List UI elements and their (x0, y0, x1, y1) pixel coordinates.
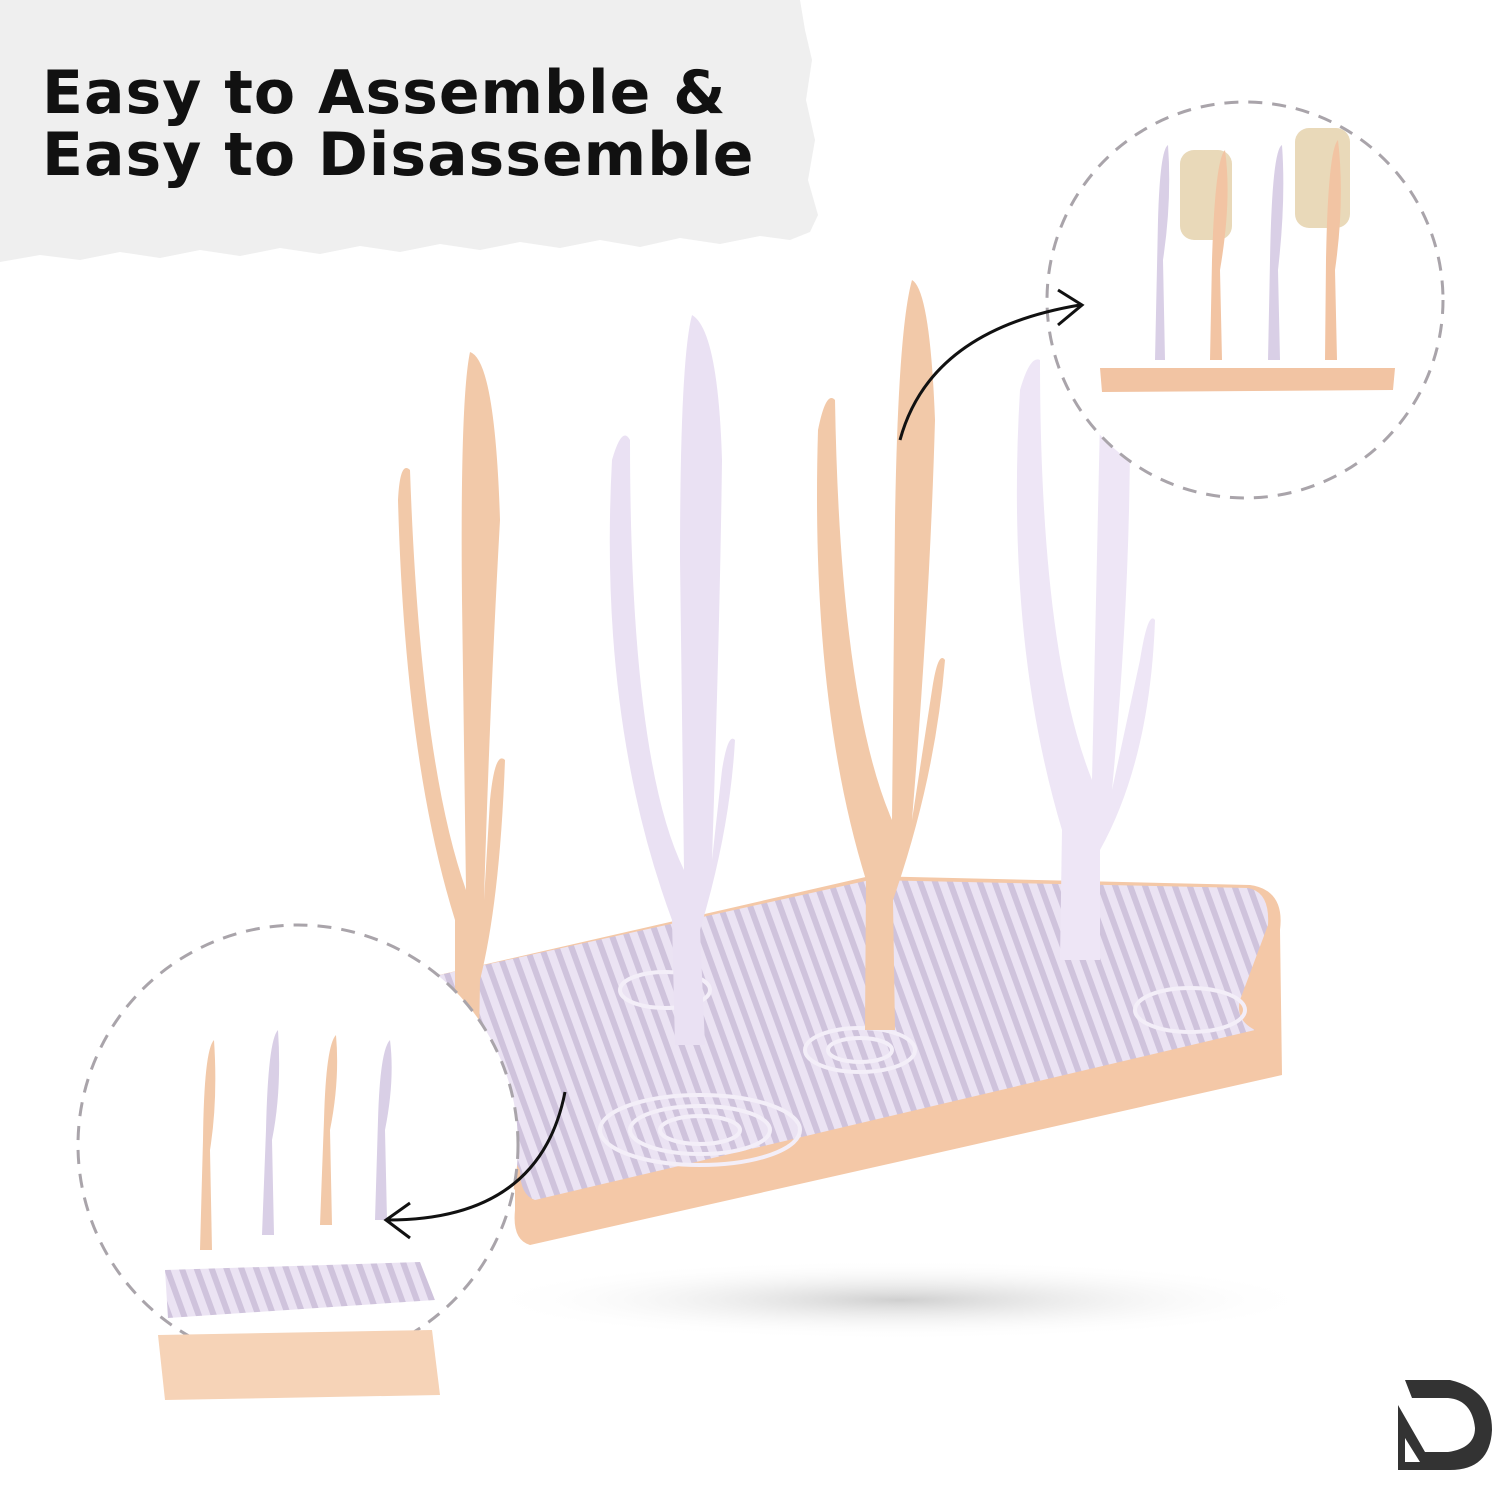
disassembled-parts-thumbnail (158, 1030, 440, 1400)
headline-line-1: Easy to Assemble & (42, 58, 727, 128)
tray-shadow (480, 1260, 1320, 1340)
drying-stem-lavender-2 (1016, 359, 1155, 960)
drying-stem-lavender-1 (609, 315, 735, 1045)
headline-line-2: Easy to Disassemble (42, 120, 755, 190)
drying-stem-peach-2 (817, 280, 945, 1030)
assembled-inset-circle (1045, 100, 1445, 500)
arrow-to-disassembled-icon (383, 1091, 567, 1240)
drying-stem-peach-1 (398, 352, 505, 1100)
mat-ripples (598, 970, 1247, 1167)
torn-paper-background (0, 0, 818, 262)
headline: Easy to Assemble & Easy to Disassemble (42, 62, 754, 186)
arrow-to-assembled-icon (898, 288, 1085, 441)
brand-logo (1398, 1380, 1492, 1470)
assembled-rack-thumbnail (1100, 128, 1395, 392)
drying-mat (335, 880, 1269, 1200)
